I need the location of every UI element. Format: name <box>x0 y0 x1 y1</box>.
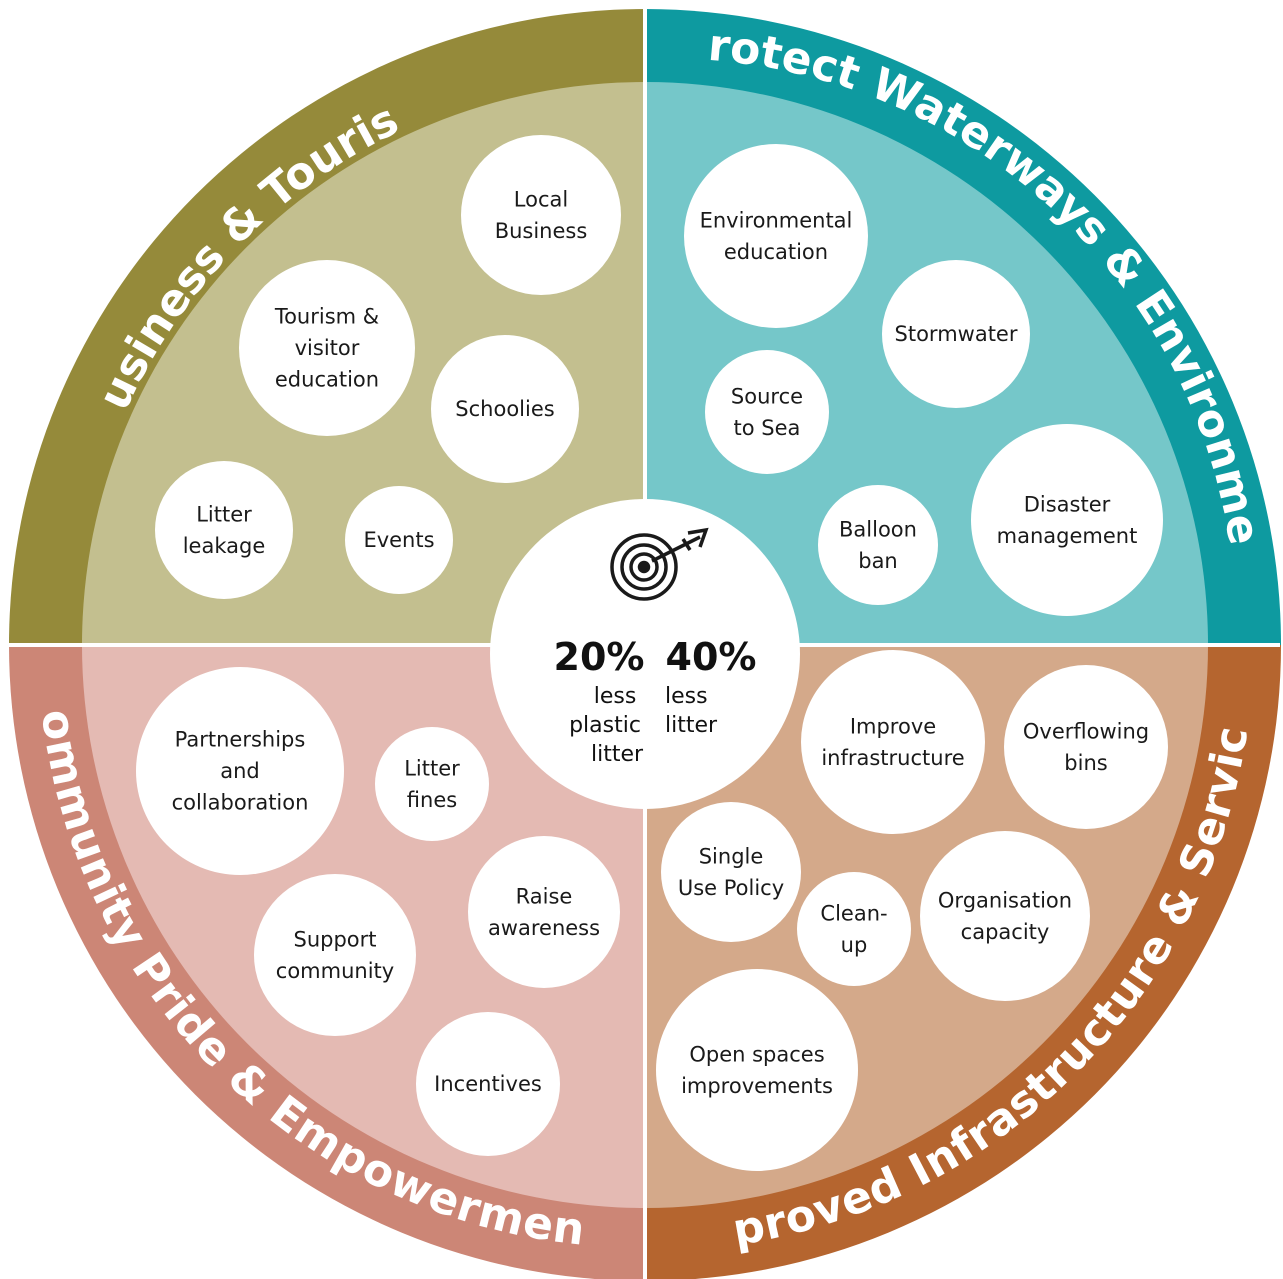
bubble-label-line: Environmental <box>700 208 853 232</box>
bubble-label-line: Disaster <box>1024 492 1111 516</box>
bubble-label-line: Overflowing <box>1023 719 1149 743</box>
bubble-label-line: education <box>724 240 828 264</box>
community-bubble: Partnerships and collaboration <box>136 667 344 875</box>
bubble-label-line: bins <box>1064 751 1107 775</box>
waterways-bubble: Stormwater <box>882 260 1030 408</box>
bubble-circle <box>239 260 415 436</box>
bubble-label-line: Improve <box>850 714 936 738</box>
bubble-circle <box>882 260 1030 408</box>
bubble-circle <box>375 727 489 841</box>
business-bubble: Litter leakage <box>155 461 293 599</box>
bubble-label-line: Stormwater <box>895 322 1018 346</box>
bubble-circle <box>254 874 416 1036</box>
bubble-circle <box>971 424 1163 616</box>
bubble-circle <box>345 486 453 594</box>
bubble-label-line: education <box>275 368 379 392</box>
bubble-circle <box>656 969 858 1171</box>
infrastructure-bubble: Open spaces improvements <box>656 969 858 1171</box>
bubble-circle <box>684 144 868 328</box>
target-value: 20% <box>554 635 645 679</box>
target-icon <box>610 527 709 601</box>
bubble-label-line: capacity <box>961 920 1050 944</box>
bubble-label-line: Balloon <box>839 517 917 541</box>
center-circle <box>490 499 800 809</box>
community-bubble: Litter fines <box>375 727 489 841</box>
bubble-label-line: up <box>841 933 868 957</box>
waterways-bubble: Environmental education <box>684 144 868 328</box>
target-40-percent: 40% less litter <box>665 635 756 738</box>
center-target-panel: 20% less plastic litter 40% less litter <box>490 499 800 809</box>
target-label-line: less <box>594 684 637 709</box>
bubble-label-line: Partnerships <box>175 728 306 752</box>
community-bubble: Incentives <box>416 1012 560 1156</box>
bubble-label-line: Schoolies <box>455 397 554 421</box>
infrastructure-bubble: Overflowing bins <box>1004 665 1168 829</box>
bubble-label-line: Single <box>699 844 764 868</box>
infrastructure-bubble: Clean-up <box>797 872 911 986</box>
bubble-circle <box>468 836 620 988</box>
bubble-label-line: ban <box>858 549 898 573</box>
bubble-label-line: Organisation <box>938 888 1072 912</box>
bubble-circle <box>461 135 621 295</box>
bubble-circle <box>1004 665 1168 829</box>
bubble-label-line: infrastructure <box>821 746 964 770</box>
target-label-line: less <box>665 684 708 709</box>
bubble-label-line: management <box>997 524 1138 548</box>
bubble-circle <box>818 485 938 605</box>
bubble-label-line: Litter <box>196 502 252 526</box>
bubble-circle <box>431 335 579 483</box>
bubble-label-line: Business <box>495 219 588 243</box>
target-value: 40% <box>666 635 757 679</box>
bubble-label-line: collaboration <box>172 791 309 815</box>
bubble-label-line: Raise <box>516 884 573 908</box>
target-label-line: plastic <box>569 713 641 738</box>
bubble-label-line: and <box>220 759 260 783</box>
community-bubble: Support community <box>254 874 416 1036</box>
target-label-line: litter <box>665 713 718 738</box>
bubble-label-line: Use Policy <box>678 876 784 900</box>
bubble-label-line: Incentives <box>434 1072 542 1096</box>
bubble-circle <box>661 802 801 942</box>
bubble-circle <box>155 461 293 599</box>
bubble-circle <box>136 667 344 875</box>
bubble-label-line: Tourism & <box>274 305 379 329</box>
infrastructure-bubble: Organisation capacity <box>920 831 1090 1001</box>
bubble-circle <box>797 872 911 986</box>
waterways-bubble: Source to Sea <box>705 350 829 474</box>
target-label-line: litter <box>591 742 644 767</box>
bubble-circle <box>705 350 829 474</box>
bubble-label-line: Source <box>731 384 803 408</box>
bubble-label-line: Support <box>293 927 376 951</box>
bubble-label-line: Open spaces <box>689 1042 824 1066</box>
bubble-label-line: Litter <box>404 756 460 780</box>
bubble-circle <box>801 650 985 834</box>
bubble-label-line: community <box>276 959 394 983</box>
bubble-circle <box>416 1012 560 1156</box>
bubble-label-line: Clean- <box>820 901 887 925</box>
waterways-bubble: Balloon ban <box>818 485 938 605</box>
community-bubble: Raise awareness <box>468 836 620 988</box>
infrastructure-bubble: Improve infrastructure <box>801 650 985 834</box>
bubble-label-line: fines <box>407 788 457 812</box>
waterways-bubble: Disaster management <box>971 424 1163 616</box>
bubble-circle <box>920 831 1090 1001</box>
target-20-percent: 20% less plastic litter <box>554 635 645 767</box>
business-bubble: Tourism & visitor education <box>239 260 415 436</box>
bubble-label-line: Local <box>514 187 568 211</box>
bubble-label-line: leakage <box>183 534 266 558</box>
bubble-label-line: to Sea <box>734 416 801 440</box>
business-bubble: Schoolies <box>431 335 579 483</box>
business-bubble: Events <box>345 486 453 594</box>
bubble-label-line: visitor <box>295 336 360 360</box>
bubble-label-line: awareness <box>488 916 600 940</box>
bubble-label-line: improvements <box>681 1074 833 1098</box>
bubble-label-line: Events <box>363 528 434 552</box>
